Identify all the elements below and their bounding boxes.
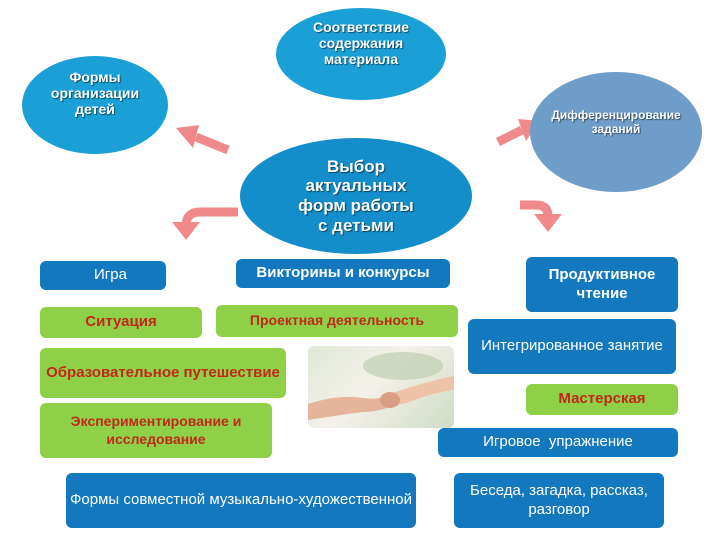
box-integrirovannoe: Интегрированное занятие bbox=[468, 319, 676, 374]
box-viktoriny: Викторины и конкурсы bbox=[236, 259, 450, 288]
box-eksperimentirovanie: Экспериментирование и исследование bbox=[40, 403, 272, 458]
box-beseda-label: Беседа, загадка, рассказ, разговор bbox=[470, 481, 648, 518]
box-igra-label: Игра bbox=[94, 266, 127, 284]
box-obrazovatelnoe: Образовательное путешествие bbox=[40, 348, 286, 398]
box-proektnaya-label: Проектная деятельность bbox=[249, 312, 425, 329]
box-produktivnoe: Продуктивное чтение bbox=[526, 257, 678, 312]
holding-hands-photo bbox=[308, 346, 454, 428]
box-integrirovannoe-label: Интегрированное занятие bbox=[481, 337, 663, 355]
arrow-up-left-icon bbox=[176, 125, 230, 155]
box-produktivnoe-label: Продуктивное чтение bbox=[548, 265, 656, 302]
left-ellipse: Формы организации детей bbox=[22, 56, 168, 154]
box-proektnaya: Проектная деятельность bbox=[216, 305, 458, 337]
box-igra: Игра bbox=[40, 261, 166, 290]
box-igrovoe-label: Игровое упражнение bbox=[483, 433, 633, 451]
box-obrazovatelnoe-label: Образовательное путешествие bbox=[46, 363, 280, 381]
left-ellipse-label: Формы организации детей bbox=[50, 68, 140, 118]
box-igrovoe: Игровое упражнение bbox=[438, 428, 678, 457]
box-viktoriny-label: Викторины и конкурсы bbox=[256, 264, 430, 282]
top-ellipse: Соответствие содержания материала bbox=[276, 8, 446, 100]
box-masterskaya-label: Мастерская bbox=[558, 390, 646, 408]
center-ellipse-label: Выбор актуальных форм работы с детьми bbox=[298, 156, 414, 235]
holding-hands-icon bbox=[308, 352, 454, 420]
box-masterskaya: Мастерская bbox=[526, 384, 678, 415]
box-beseda: Беседа, загадка, рассказ, разговор bbox=[454, 473, 664, 528]
right-ellipse: Дифференцирование заданий bbox=[530, 72, 702, 192]
box-formy-sovmestnoy: Формы совместной музыкально-художественн… bbox=[66, 473, 416, 528]
right-ellipse-label: Дифференцирование заданий bbox=[551, 108, 681, 136]
box-situaciya: Ситуация bbox=[40, 307, 202, 338]
arrow-down-left-icon bbox=[172, 207, 238, 240]
box-formy-sovmestnoy-label: Формы совместной музыкально-художественн… bbox=[69, 491, 413, 509]
box-eksperimentirovanie-label: Экспериментирование и исследование bbox=[70, 413, 242, 447]
top-ellipse-label: Соответствие содержания материала bbox=[312, 18, 410, 68]
center-ellipse: Выбор актуальных форм работы с детьми bbox=[240, 138, 472, 254]
box-situaciya-label: Ситуация bbox=[85, 313, 157, 331]
arrow-down-right-icon bbox=[520, 200, 562, 232]
